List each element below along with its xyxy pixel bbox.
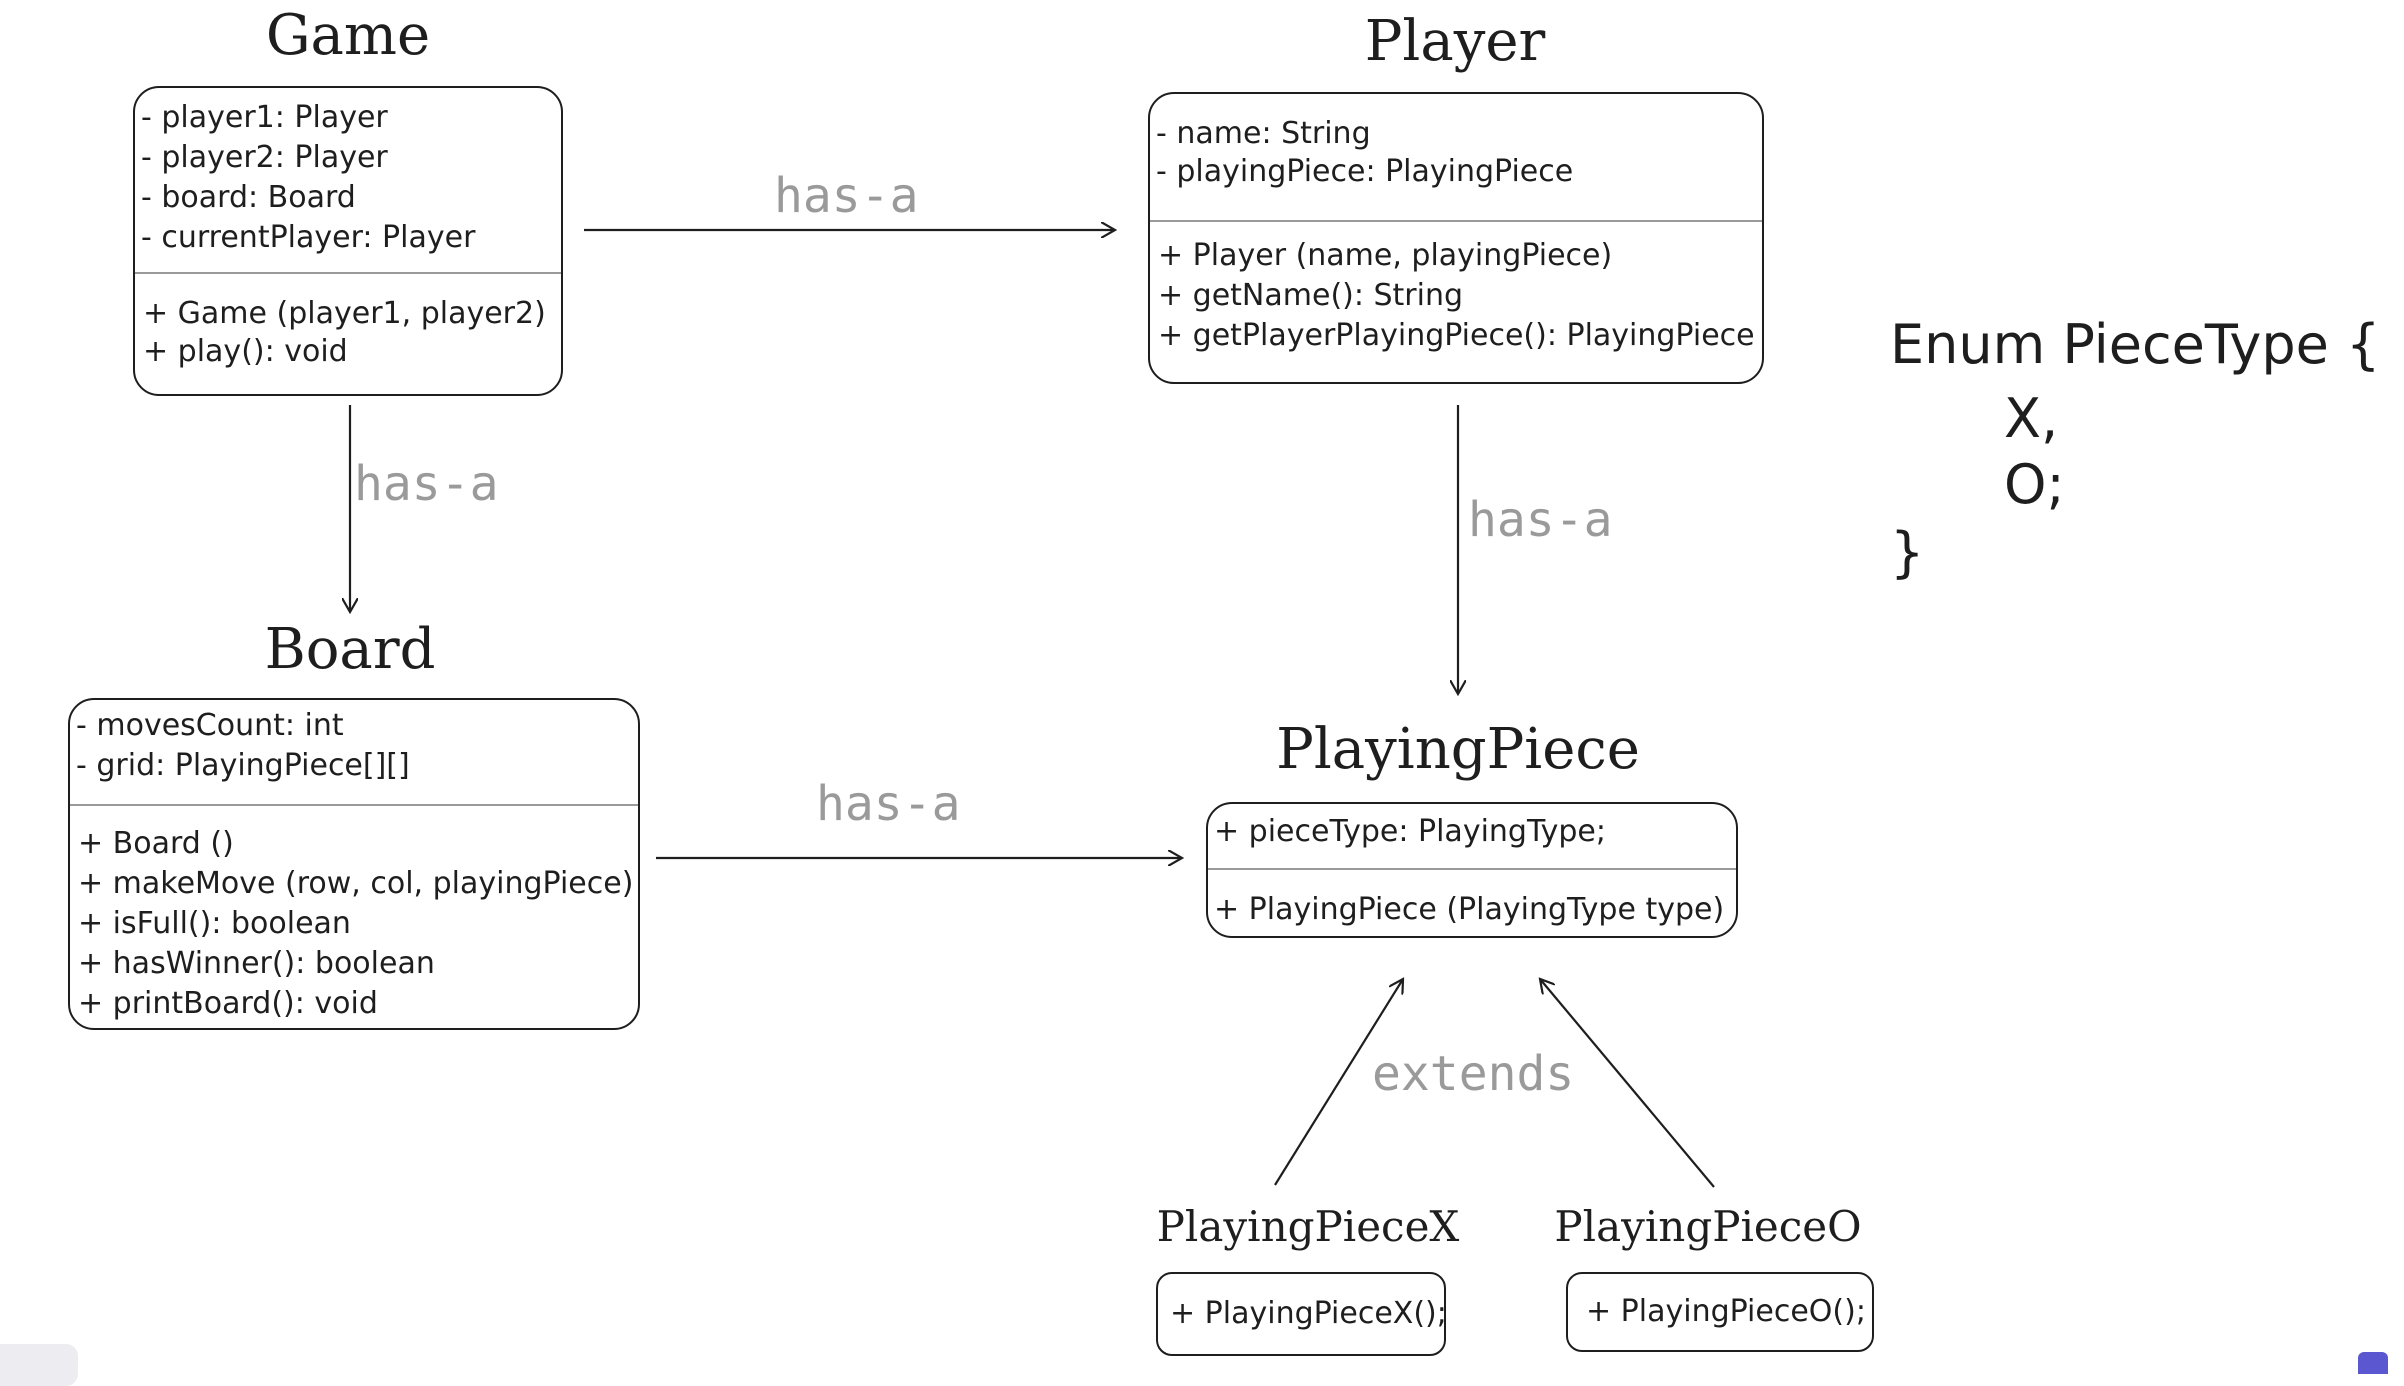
class-box-playing-piece-o[interactable]: + PlayingPieceO(); xyxy=(1566,1272,1874,1352)
method-line: + Game (player1, player2) xyxy=(143,296,546,331)
class-title-playing-piece: PlayingPiece xyxy=(1276,717,1640,782)
enum-value: X, xyxy=(2004,387,2059,450)
relation-label-game-board: has-a xyxy=(354,456,499,512)
corner-panel-tab[interactable] xyxy=(0,1344,78,1386)
method-line: + hasWinner(): boolean xyxy=(78,946,435,981)
class-title-playing-piece-o: PlayingPieceO xyxy=(1554,1202,1862,1251)
field-line: - player2: Player xyxy=(141,140,388,175)
section-divider xyxy=(1150,220,1762,222)
relation-label-board-piece: has-a xyxy=(816,776,961,832)
method-line: + isFull(): boolean xyxy=(78,906,351,941)
class-box-playing-piece[interactable]: + pieceType: PlayingType; + PlayingPiece… xyxy=(1206,802,1738,938)
section-divider xyxy=(135,272,561,274)
enum-value: O; xyxy=(2004,453,2065,516)
class-box-game[interactable]: - player1: Player - player2: Player - bo… xyxy=(133,86,563,396)
method-line: + play(): void xyxy=(143,334,348,369)
field-line: - movesCount: int xyxy=(76,708,344,743)
method-line: + Player (name, playingPiece) xyxy=(1158,238,1613,273)
class-title-playing-piece-x: PlayingPieceX xyxy=(1156,1202,1460,1251)
method-line: + PlayingPiece (PlayingType type) xyxy=(1214,892,1725,927)
section-divider xyxy=(1208,868,1736,870)
relation-label-extends: extends xyxy=(1372,1046,1575,1102)
field-line: - currentPlayer: Player xyxy=(141,220,476,255)
field-line: + pieceType: PlayingType; xyxy=(1214,814,1606,849)
class-title-board: Board xyxy=(264,617,436,682)
method-line: + getPlayerPlayingPiece(): PlayingPiece xyxy=(1158,318,1755,353)
field-line: - grid: PlayingPiece[][] xyxy=(76,748,410,783)
method-line: + getName(): String xyxy=(1158,278,1464,313)
enum-header: Enum PieceType { xyxy=(1890,313,2381,376)
field-line: - name: String xyxy=(1156,116,1371,151)
field-line: - board: Board xyxy=(141,180,356,215)
class-box-board[interactable]: - movesCount: int - grid: PlayingPiece[]… xyxy=(68,698,640,1030)
field-line: - player1: Player xyxy=(141,100,388,135)
relation-label-player-piece: has-a xyxy=(1468,492,1613,548)
method-line: + makeMove (row, col, playingPiece) xyxy=(78,866,634,901)
method-line: + printBoard(): void xyxy=(78,986,378,1021)
method-line: + PlayingPieceO(); xyxy=(1586,1294,1866,1329)
class-box-playing-piece-x[interactable]: + PlayingPieceX(); xyxy=(1156,1272,1447,1356)
class-title-player: Player xyxy=(1364,9,1546,74)
class-title-game: Game xyxy=(265,3,431,68)
section-divider xyxy=(70,804,638,806)
enum-close-brace: } xyxy=(1890,521,1925,584)
field-line: - playingPiece: PlayingPiece xyxy=(1156,154,1574,189)
relation-label-game-player: has-a xyxy=(774,168,919,224)
class-box-player[interactable]: - name: String - playingPiece: PlayingPi… xyxy=(1148,92,1764,384)
method-line: + PlayingPieceX(); xyxy=(1170,1296,1447,1331)
method-line: + Board () xyxy=(78,826,234,861)
app-logo-icon xyxy=(2358,1352,2388,1374)
